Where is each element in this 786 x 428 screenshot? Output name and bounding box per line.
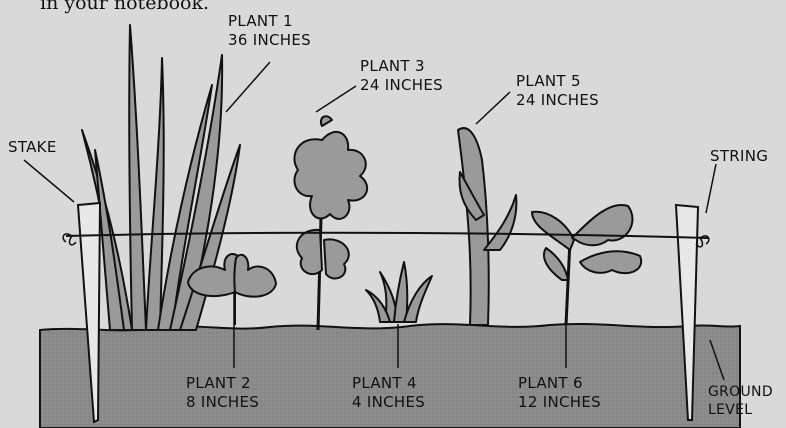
plant-2-name: PLANT 2 bbox=[186, 374, 259, 393]
plant-1-height: 36 INCHES bbox=[228, 31, 311, 50]
plant-5-label: PLANT 5 24 INCHES bbox=[516, 72, 599, 110]
ground-label-line2: LEVEL bbox=[708, 401, 773, 419]
plant-5-height: 24 INCHES bbox=[516, 91, 599, 110]
plant-4-name: PLANT 4 bbox=[352, 374, 425, 393]
plant-6-name: PLANT 6 bbox=[518, 374, 601, 393]
plant-6-label: PLANT 6 12 INCHES bbox=[518, 374, 601, 412]
plant-4-tuft bbox=[366, 262, 432, 322]
plant-3-bushy bbox=[294, 116, 367, 330]
plant-4-label: PLANT 4 4 INCHES bbox=[352, 374, 425, 412]
ground-level-label: GROUND LEVEL bbox=[708, 383, 773, 419]
string-label: STRING bbox=[710, 147, 768, 166]
plant-3-label: PLANT 3 24 INCHES bbox=[360, 57, 443, 95]
plant-5-stalk bbox=[458, 128, 516, 325]
plant-5-name: PLANT 5 bbox=[516, 72, 599, 91]
plant-4-height: 4 INCHES bbox=[352, 393, 425, 412]
plant-6-leafy bbox=[532, 205, 641, 325]
plant-1-label: PLANT 1 36 INCHES bbox=[228, 12, 311, 50]
stake-label: STAKE bbox=[8, 138, 57, 157]
plant-1-name: PLANT 1 bbox=[228, 12, 311, 31]
plant-2-label: PLANT 2 8 INCHES bbox=[186, 374, 259, 412]
plant-3-height: 24 INCHES bbox=[360, 76, 443, 95]
ground-label-line1: GROUND bbox=[708, 383, 773, 401]
plant-3-name: PLANT 3 bbox=[360, 57, 443, 76]
plant-6-height: 12 INCHES bbox=[518, 393, 601, 412]
plant-2-height: 8 INCHES bbox=[186, 393, 259, 412]
